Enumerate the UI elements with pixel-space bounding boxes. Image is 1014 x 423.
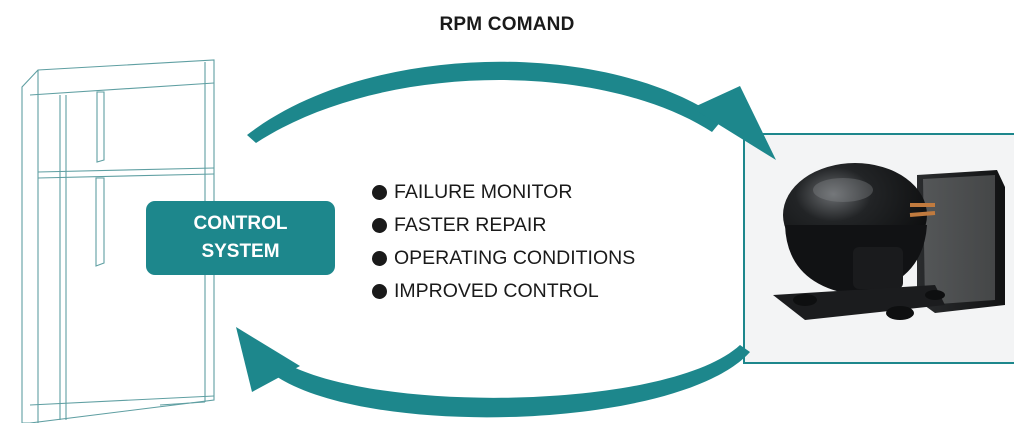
control-system-line1: CONTROL (193, 213, 288, 234)
control-system-line2: SYSTEM (201, 241, 280, 262)
feature-label: OPERATING CONDITIONS (394, 247, 636, 269)
arrow-head-icon (692, 86, 776, 160)
list-item: FASTER REPAIR (372, 209, 635, 242)
compressor-image (773, 163, 1005, 320)
rpm-command-label: RPM COMAND (439, 14, 575, 35)
bullet-icon (372, 218, 387, 233)
feature-label: IMPROVED CONTROL (394, 280, 599, 302)
feature-label: FAILURE MONITOR (394, 181, 573, 203)
rpm-command-arrow (247, 61, 722, 143)
control-system-box: CONTROL SYSTEM (146, 201, 335, 275)
arrow-head-icon (236, 327, 300, 392)
compressor-panel (743, 133, 1014, 364)
bullet-icon (372, 284, 387, 299)
list-item: OPERATING CONDITIONS (372, 242, 635, 275)
bullet-icon (372, 251, 387, 266)
feature-label: FASTER REPAIR (394, 214, 547, 236)
bullet-icon (372, 185, 387, 200)
list-item: FAILURE MONITOR (372, 176, 635, 209)
feature-list: FAILURE MONITOR FASTER REPAIR OPERATING … (372, 176, 635, 308)
feedback-arrow (270, 345, 750, 418)
list-item: IMPROVED CONTROL (372, 275, 635, 308)
